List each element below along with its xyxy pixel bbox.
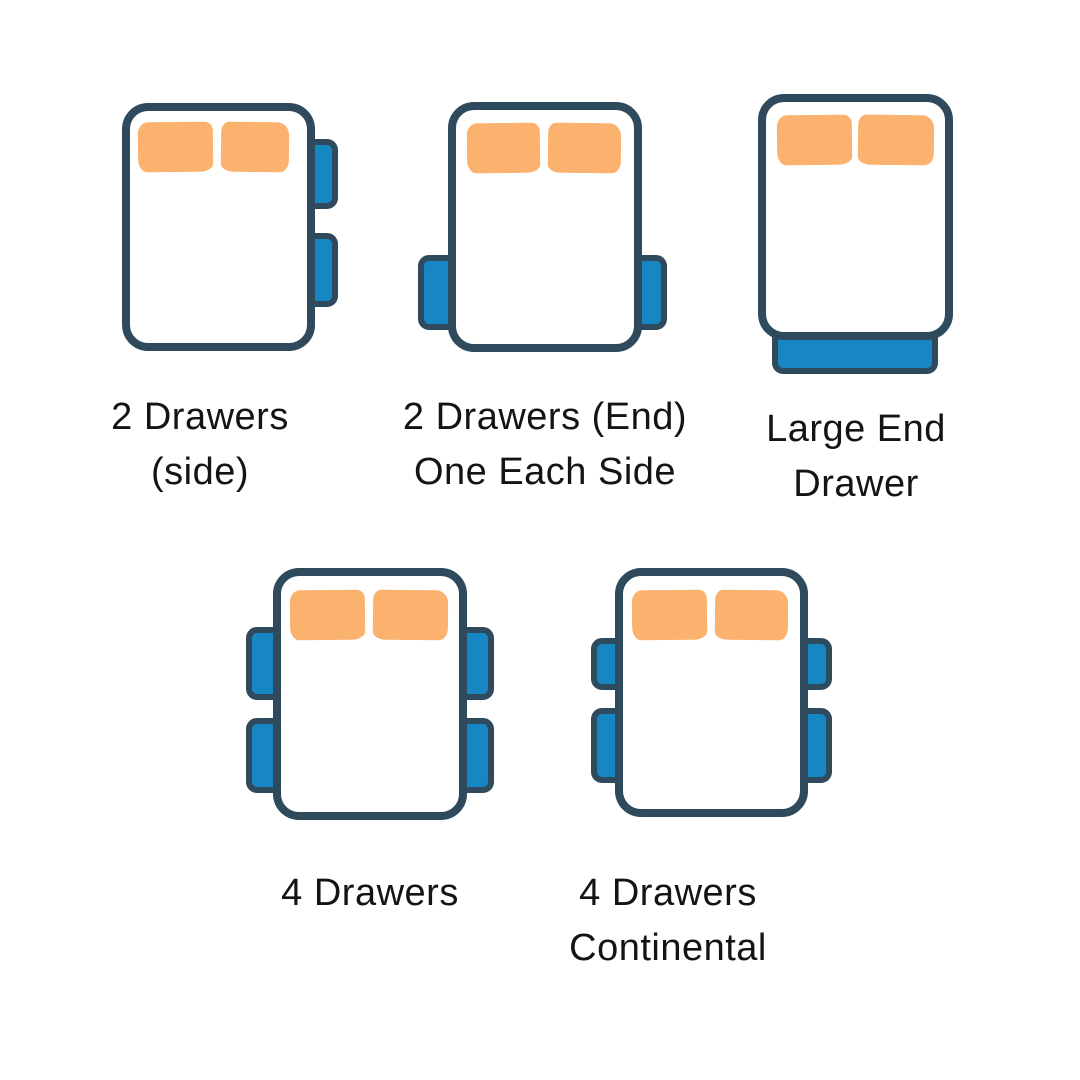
- pillow-icon: [631, 589, 708, 641]
- pillow-icon: [372, 589, 449, 641]
- figure-label: 4 Drawers Continental: [508, 866, 828, 976]
- pillow-icon: [547, 122, 622, 174]
- figure-label-line: Continental: [569, 927, 767, 969]
- figure-label-line: (side): [150, 451, 250, 493]
- figure-label-line: 4 Drawers: [281, 872, 459, 914]
- figure-label: 2 Drawers (side): [40, 390, 360, 500]
- pillow-icon: [289, 589, 366, 641]
- pillow-icon: [137, 121, 214, 173]
- figure-label-line: Large End: [766, 408, 946, 450]
- pillow-icon: [220, 121, 290, 173]
- figure-label-line: 2 Drawers: [111, 396, 289, 438]
- figure-label: Large End Drawer: [696, 402, 1016, 512]
- pillow-icon: [466, 122, 541, 174]
- figure-label-line: 2 Drawers (End): [402, 396, 688, 438]
- figure-label-line: Drawer: [793, 463, 919, 505]
- pillow-icon: [857, 114, 935, 166]
- figure-label-line: 4 Drawers: [579, 872, 757, 914]
- figure-label-line: One Each Side: [413, 451, 677, 493]
- pillow-icon: [776, 114, 853, 166]
- figure-label: 4 Drawers: [210, 866, 530, 921]
- figure-label: 2 Drawers (End) One Each Side: [385, 390, 705, 500]
- pillow-icon: [714, 589, 789, 641]
